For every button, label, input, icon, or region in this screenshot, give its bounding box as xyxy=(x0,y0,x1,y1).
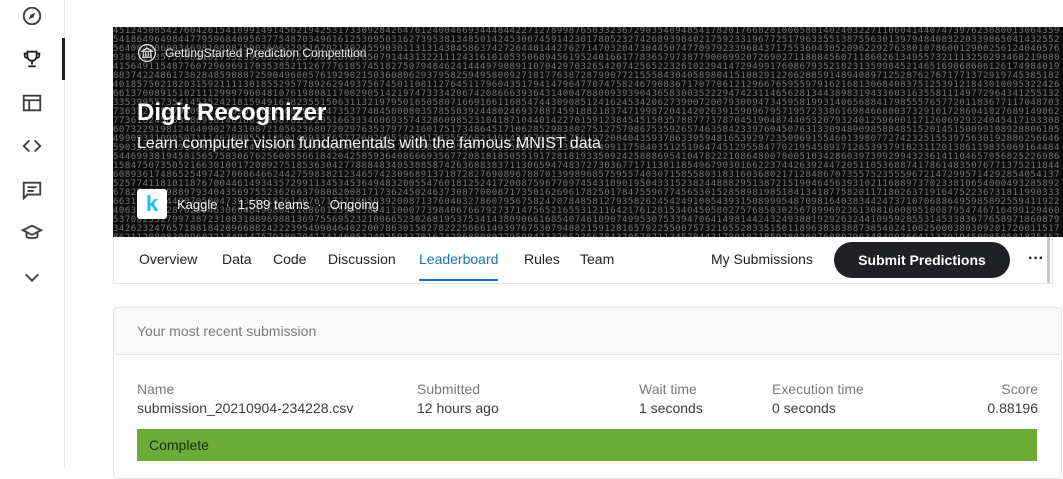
submitted-value: 12 hours ago xyxy=(417,400,499,416)
submitted-column: Submitted 12 hours ago xyxy=(417,381,499,416)
chevron-down-icon xyxy=(24,273,40,282)
more-options-icon[interactable]: ··· xyxy=(1028,250,1044,267)
submission-name-column: Name submission_20210904-234228.csv xyxy=(137,381,353,416)
institution-icon xyxy=(138,44,156,62)
graduation-cap-icon xyxy=(21,224,43,239)
nav-competitions[interactable] xyxy=(0,38,65,80)
code-icon xyxy=(22,139,42,153)
competition-header-banner: 4512450854276042615410991491456219425317… xyxy=(113,27,1063,237)
recent-submission-panel: Your most recent submission Name submiss… xyxy=(113,307,1062,479)
my-submissions-link[interactable]: My Submissions xyxy=(711,251,813,267)
tab-team[interactable]: Team xyxy=(580,251,615,267)
status-badge: Complete xyxy=(137,429,1037,461)
competition-meta: k Kaggle · 1,589 teams · Ongoing xyxy=(137,189,379,219)
tab-leaderboard[interactable]: Leaderboard xyxy=(419,251,499,281)
competition-subtitle: Learn computer vision fundamentals with … xyxy=(137,135,601,152)
kaggle-logo[interactable]: k xyxy=(137,189,167,219)
tab-discussion[interactable]: Discussion xyxy=(328,251,396,267)
host-name[interactable]: Kaggle xyxy=(177,196,218,212)
nav-more[interactable] xyxy=(0,256,64,298)
submission-file-name[interactable]: submission_20210904-234228.csv xyxy=(137,400,354,416)
tab-data[interactable]: Data xyxy=(222,251,252,267)
team-count: 1,589 teams xyxy=(237,196,310,212)
compass-icon xyxy=(22,6,42,26)
competition-category: GettingStarted Prediction Competition xyxy=(137,43,366,63)
nav-datasets[interactable] xyxy=(0,82,64,124)
submit-predictions-button[interactable]: Submit Predictions xyxy=(834,242,1010,278)
competition-tabs: Overview Data Code Discussion Leaderboar… xyxy=(113,237,1053,284)
table-icon xyxy=(22,94,42,112)
kaggle-logo-letter: k xyxy=(145,191,159,216)
name-label: Name xyxy=(137,381,175,397)
execution-time-label: Execution time xyxy=(772,381,864,397)
execution-time-value: 0 seconds xyxy=(772,400,836,416)
wait-time-value: 1 seconds xyxy=(639,400,703,416)
competition-status: Ongoing xyxy=(329,196,379,212)
competition-category-label: GettingStarted Prediction Competition xyxy=(165,46,367,60)
score-value: 0.88196 xyxy=(987,400,1038,416)
execution-time-column: Execution time 0 seconds xyxy=(772,381,864,416)
nav-learn[interactable] xyxy=(0,212,64,254)
left-nav-rail xyxy=(0,0,65,469)
nav-code[interactable] xyxy=(0,125,64,167)
nav-discussions[interactable] xyxy=(0,169,64,211)
trophy-icon xyxy=(23,50,41,68)
tab-overview[interactable]: Overview xyxy=(139,251,198,267)
recent-submission-heading: Your most recent submission xyxy=(114,308,1061,355)
score-column: Score 0.88196 xyxy=(987,381,1038,416)
discussion-icon xyxy=(22,181,42,201)
score-label: Score xyxy=(1001,381,1038,397)
mnist-digits-background: 4512450854276042615410991491456219425317… xyxy=(113,27,1060,237)
submitted-label: Submitted xyxy=(417,381,481,397)
scrollbar[interactable] xyxy=(1047,237,1050,283)
wait-time-column: Wait time 1 seconds xyxy=(639,381,703,416)
meta-separator: · xyxy=(225,196,230,212)
meta-separator: · xyxy=(317,196,322,212)
tab-code[interactable]: Code xyxy=(273,251,307,267)
competition-title: Digit Recognizer xyxy=(137,99,327,126)
nav-explore[interactable] xyxy=(0,0,64,37)
wait-time-label: Wait time xyxy=(639,381,697,397)
tab-rules[interactable]: Rules xyxy=(524,251,560,267)
